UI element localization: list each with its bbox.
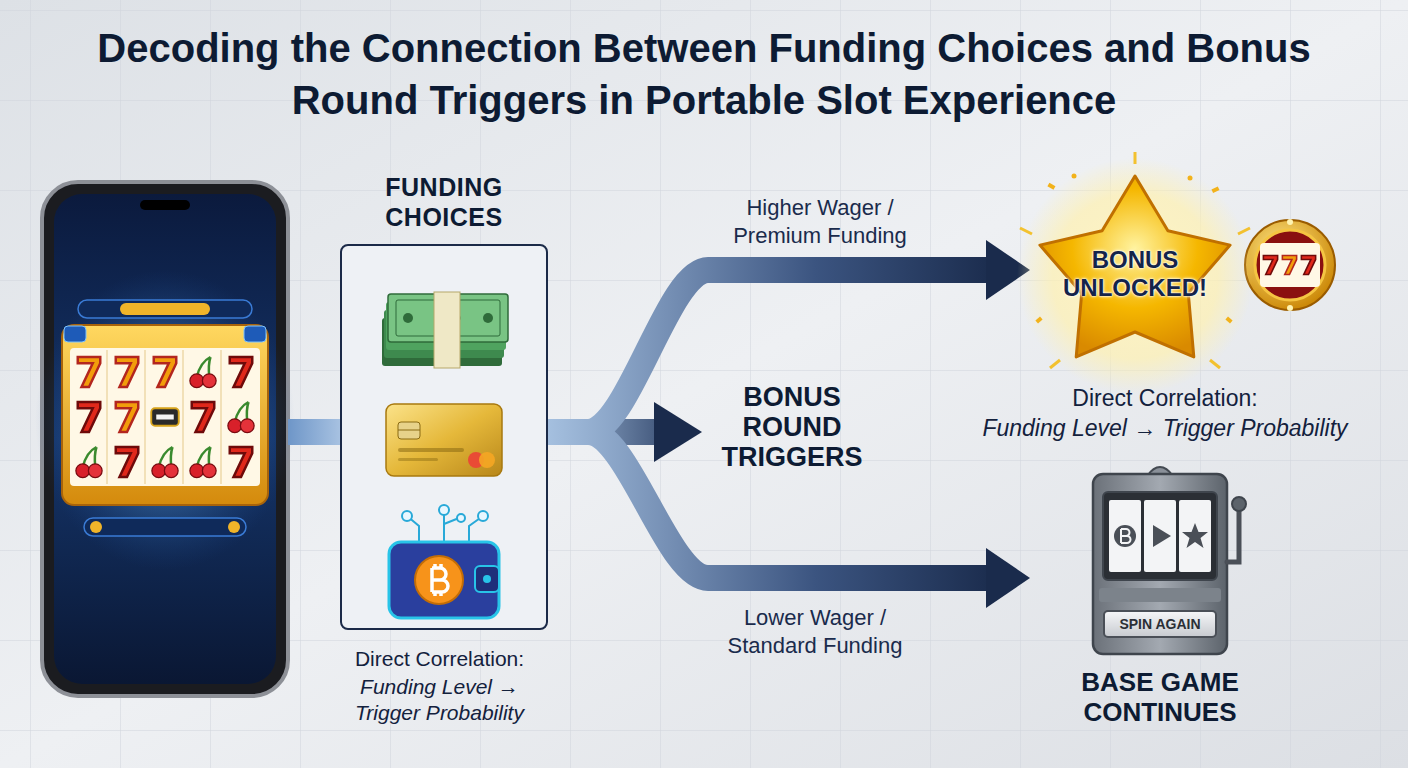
spin-button: SPIN AGAIN [1103, 610, 1217, 638]
correlation-formula: Funding Level → Trigger Probability [332, 674, 547, 726]
machine-frame: SPIN AGAIN [1085, 462, 1235, 657]
node-caption: BASE GAME CONTINUES [1030, 667, 1290, 727]
bonus-star-node: BONUS UNLOCKED! [1030, 168, 1240, 368]
branch-label: BONUS ROUND TRIGGERS [712, 382, 872, 472]
funding-icons [342, 246, 546, 628]
flow-band [288, 419, 342, 445]
cash-icon [382, 292, 508, 368]
slot-machine-node: SPIN AGAIN BASE GAME CONTINUES [1030, 462, 1290, 727]
page-title: Decoding the Connection Between Funding … [79, 22, 1329, 126]
funding-panel: FUNDING CHOICES [340, 172, 548, 630]
reel-coin-icon [1245, 219, 1335, 311]
correlation-formula: Funding Level → Trigger Probability [955, 414, 1375, 442]
edge-label: Lower Wager / Standard Funding [715, 604, 915, 660]
panel-frame [340, 244, 548, 630]
correlation-heading: Direct Correlation: [955, 384, 1375, 412]
star-label: BONUS UNLOCKED! [1047, 234, 1223, 302]
card-icon [386, 404, 502, 476]
edge-label: Higher Wager / Premium Funding [720, 194, 920, 250]
correlation-heading: Direct Correlation: [332, 646, 547, 672]
crypto-wallet-icon [389, 505, 499, 618]
phone-illustration [35, 182, 295, 696]
panel-heading: FUNDING CHOICES [340, 172, 548, 232]
